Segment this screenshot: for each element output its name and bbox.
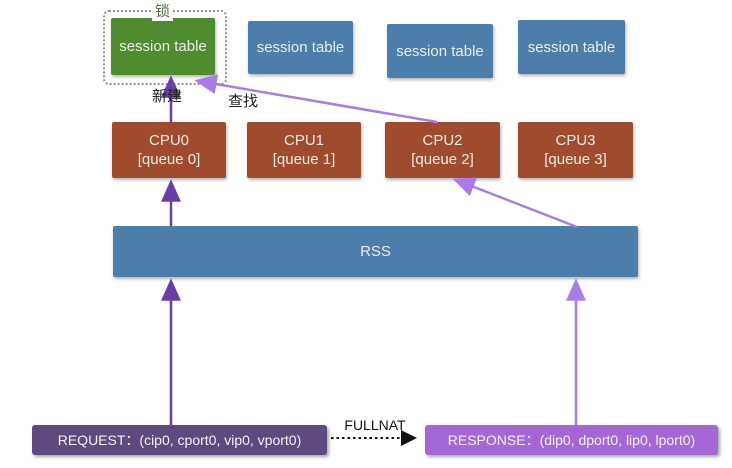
session-table-0: session table	[111, 18, 215, 75]
cpu-box-0: CPU0 [queue 0]	[112, 122, 226, 178]
cpu-3-queue: [queue 3]	[544, 151, 607, 168]
session-table-1: session table	[248, 21, 353, 74]
response-label: RESPONSE：(dip0, dport0, lip0, lport0)	[447, 432, 696, 448]
session-table-2: session table	[387, 24, 493, 78]
rss-bar: RSS	[113, 226, 638, 277]
cpu-0-queue: [queue 0]	[137, 151, 201, 168]
session-table-3-label: session table	[527, 38, 616, 56]
cpu-1-queue: [queue 1]	[272, 151, 336, 168]
lock-label: 锁	[152, 0, 174, 21]
cpu-3-name: CPU3	[555, 132, 596, 149]
session-table-0-label: session table	[119, 38, 207, 55]
cpu-0-name: CPU0	[148, 132, 189, 149]
lookup-label: 查找	[228, 93, 259, 110]
response-box: RESPONSE：(dip0, dport0, lip0, lport0)	[425, 425, 718, 455]
session-table-1-label: session table	[256, 39, 345, 56]
cpu-box-3: CPU3 [queue 3]	[518, 122, 633, 178]
rss-label: RSS	[360, 243, 391, 260]
cpu-2-name: CPU2	[422, 132, 463, 149]
cpu-box-2: CPU2 [queue 2]	[385, 122, 500, 178]
create-label: 新建	[152, 88, 183, 105]
arrow-rss-to-cpu2	[452, 177, 578, 229]
session-table-2-label: session table	[396, 42, 484, 60]
cpu-2-queue: [queue 2]	[411, 151, 474, 168]
request-label: REQUEST：(cip0, cport0, vip0, vport0)	[57, 432, 302, 448]
cpu-box-1: CPU1 [queue 1]	[247, 122, 361, 178]
session-table-3: session table	[518, 20, 625, 74]
fullnat-label: FULLNAT	[344, 417, 406, 433]
cpu-1-name: CPU1	[283, 132, 324, 149]
request-box: REQUEST：(cip0, cport0, vip0, vport0)	[32, 425, 327, 455]
